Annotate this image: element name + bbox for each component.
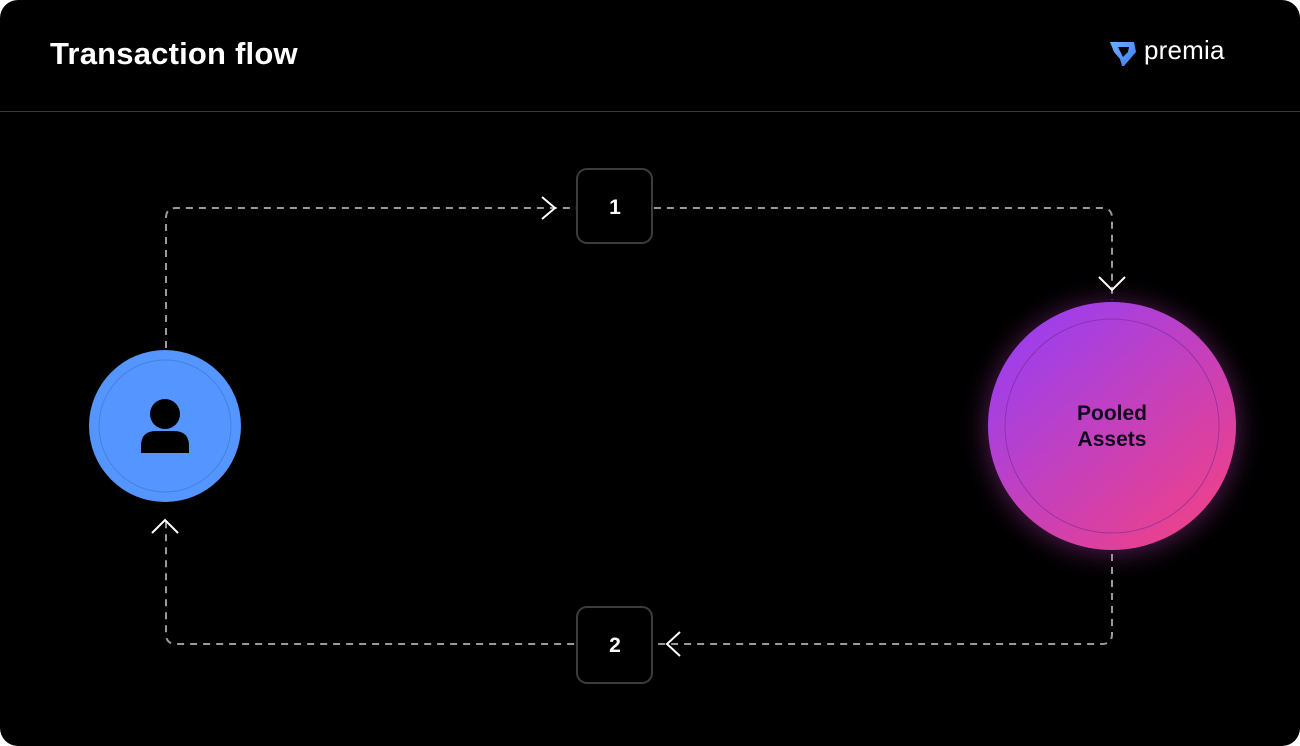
premia-logo-icon bbox=[1110, 42, 1136, 66]
step-label-1: 1 bbox=[609, 196, 621, 219]
pooled-assets-node: Pooled Assets bbox=[988, 302, 1236, 552]
pool-label-line-1: Pooled bbox=[1077, 402, 1147, 425]
chevron-left-icon bbox=[665, 631, 681, 657]
chevron-right-icon bbox=[541, 196, 557, 220]
chevron-up-icon bbox=[151, 518, 179, 534]
connector-step-1 bbox=[165, 207, 1113, 348]
chevron-down-icon bbox=[1098, 276, 1126, 292]
step-box-2: 2 bbox=[576, 606, 653, 684]
brand-name: premia bbox=[1144, 35, 1225, 65]
step-box-1: 1 bbox=[576, 168, 653, 244]
step-label-2: 2 bbox=[609, 634, 621, 657]
brand: premia bbox=[1108, 35, 1225, 70]
user-node bbox=[89, 350, 241, 502]
pool-label-line-2: Assets bbox=[1078, 428, 1147, 451]
header: Transaction flow premia bbox=[0, 0, 1300, 112]
page-title: Transaction flow bbox=[50, 36, 298, 71]
user-icon bbox=[141, 399, 189, 453]
